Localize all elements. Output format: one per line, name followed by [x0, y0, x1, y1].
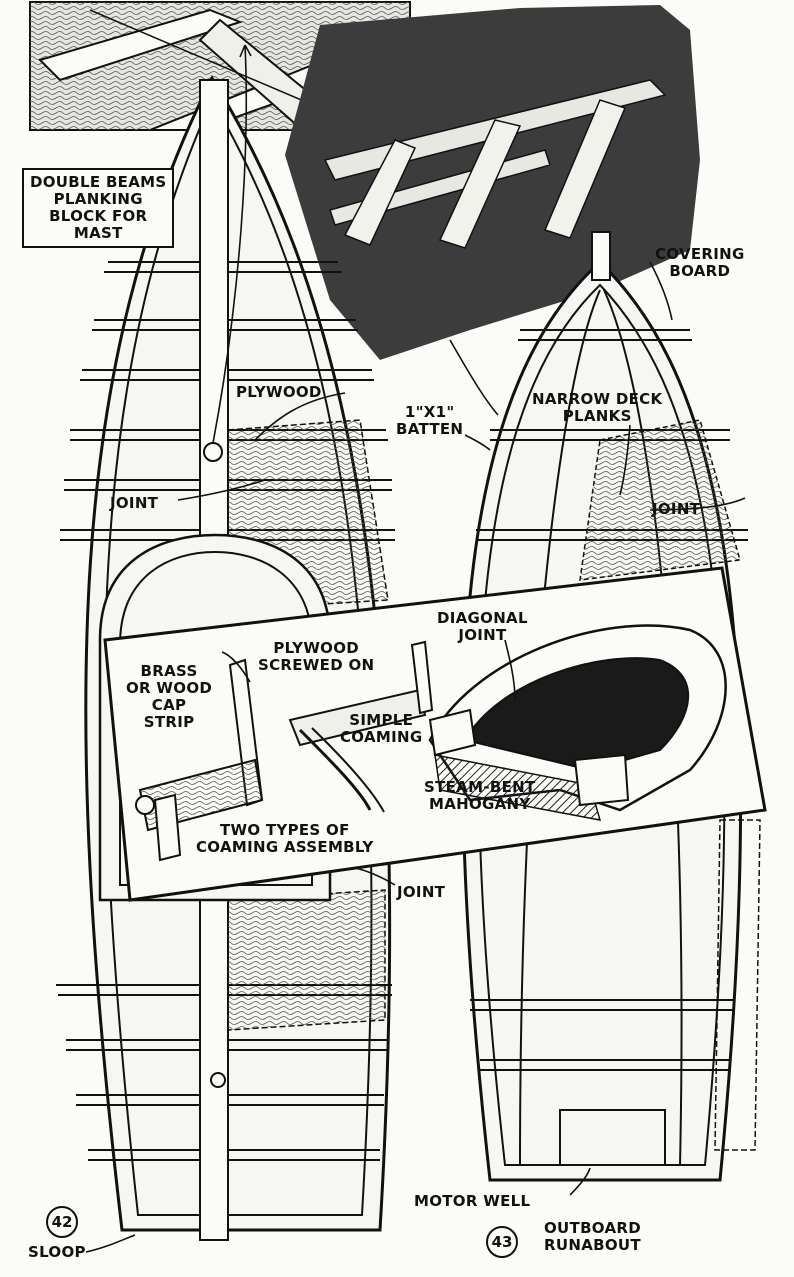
label-outboard-runabout: OUTBOARD RUNABOUT: [544, 1219, 641, 1254]
label-brass-cap-strip: BRASS OR WOOD CAP STRIP: [126, 662, 213, 731]
label-sloop: SLOOP: [28, 1243, 86, 1261]
label-motor-well: MOTOR WELL: [414, 1192, 531, 1210]
leader-lines: [85, 44, 746, 1253]
label-plywood: PLYWOOD: [236, 383, 322, 401]
figure-number-43: 43: [486, 1226, 518, 1258]
label-steam-bent-mahogany: STEAM-BENT MAHOGANY: [424, 778, 536, 813]
label-covering-board: COVERING BOARD: [655, 245, 745, 280]
coaming-detail-panel: [103, 566, 767, 902]
label-narrow-deck-planks: NARROW DECK PLANKS: [532, 390, 663, 425]
label-simple-coaming: SIMPLE COAMING: [340, 711, 423, 746]
label-diagonal-joint: DIAGONAL JOINT: [437, 609, 528, 644]
label-plywood-screwed-on: PLYWOOD SCREWED ON: [258, 639, 375, 674]
figure-number-42: 42: [46, 1206, 78, 1238]
label-batten: 1"X1" BATTEN: [396, 403, 464, 438]
label-double-beams: DOUBLE BEAMS PLANKING BLOCK FOR MAST: [22, 168, 175, 248]
label-joint-left: JOINT: [110, 494, 159, 512]
label-two-types: TWO TYPES OF COAMING ASSEMBLY: [196, 821, 374, 856]
label-joint-right: JOINT: [652, 500, 701, 518]
label-joint-lower: JOINT: [397, 883, 446, 901]
